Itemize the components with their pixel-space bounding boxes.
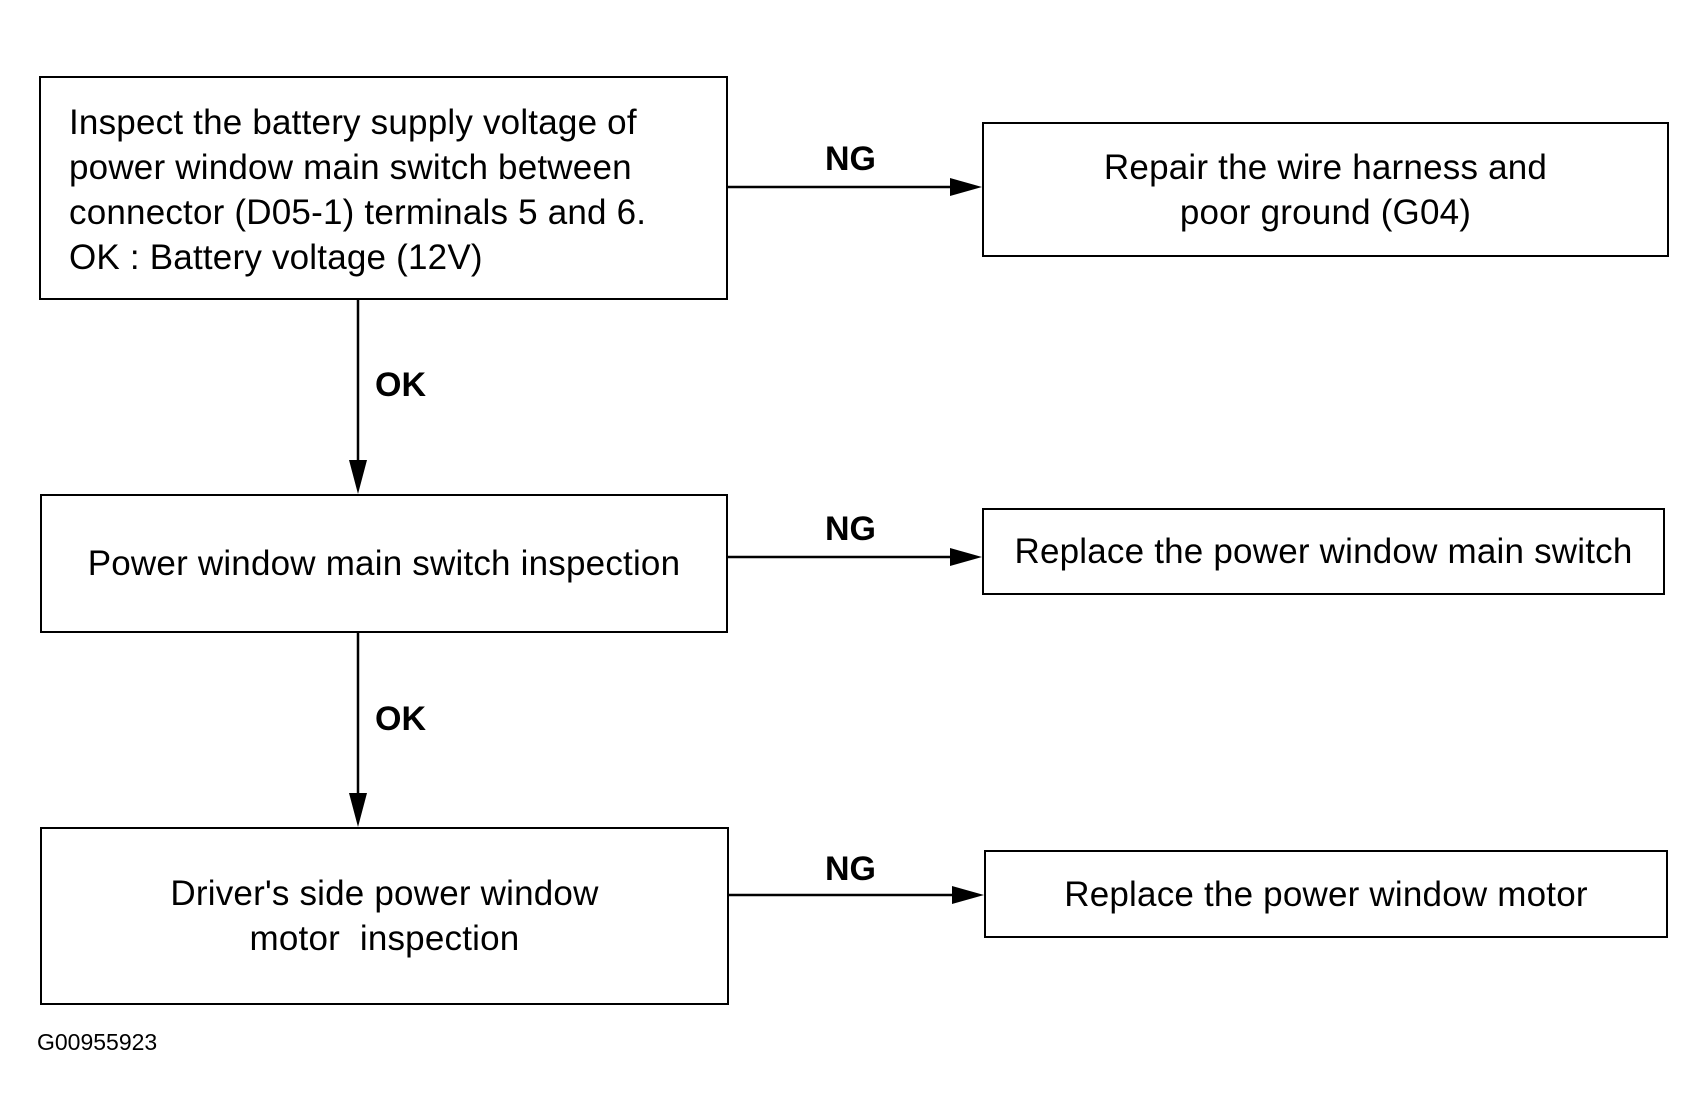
repair-text-line-2: poor ground (G04)	[1179, 192, 1472, 232]
repair-text-line-1: Repair the wire harness and	[1103, 147, 1548, 187]
step1-text-line-3: connector (D05-1) terminals 5 and 6.	[69, 193, 647, 232]
ng-label-step3: NG	[825, 850, 876, 888]
ok-label-step1: OK	[375, 366, 426, 404]
step3-motor-inspection-box: Driver's side power window motor inspect…	[40, 827, 729, 1005]
step3-ng-replace-motor-box: Replace the power window motor	[984, 850, 1668, 938]
figure-id: G00955923	[37, 1029, 158, 1055]
step3-text-line-1: Driver's side power window	[170, 874, 599, 913]
replace-switch-text: Replace the power window main switch	[1014, 532, 1633, 571]
step2-main-switch-inspection-box: Power window main switch inspection	[40, 494, 728, 633]
step3-text-line-2: motor inspection	[249, 919, 520, 958]
step2-ng-replace-switch-box: Replace the power window main switch	[982, 508, 1665, 595]
step2-text-line-1: Power window main switch inspection	[87, 544, 681, 583]
ng-label-step1: NG	[825, 140, 876, 178]
ok-label-step2: OK	[375, 700, 426, 738]
replace-motor-text: Replace the power window motor	[1064, 874, 1588, 914]
step1-text-line-4: OK : Battery voltage (12V)	[69, 238, 483, 277]
step1-text-line-1: Inspect the battery supply voltage of	[69, 103, 637, 142]
step1-text-line-2: power window main switch between	[69, 148, 632, 187]
step1-inspect-battery-voltage-box: Inspect the battery supply voltage of po…	[39, 76, 728, 300]
ng-label-step2: NG	[825, 510, 876, 548]
step1-ng-repair-box: Repair the wire harness and poor ground …	[982, 122, 1669, 257]
